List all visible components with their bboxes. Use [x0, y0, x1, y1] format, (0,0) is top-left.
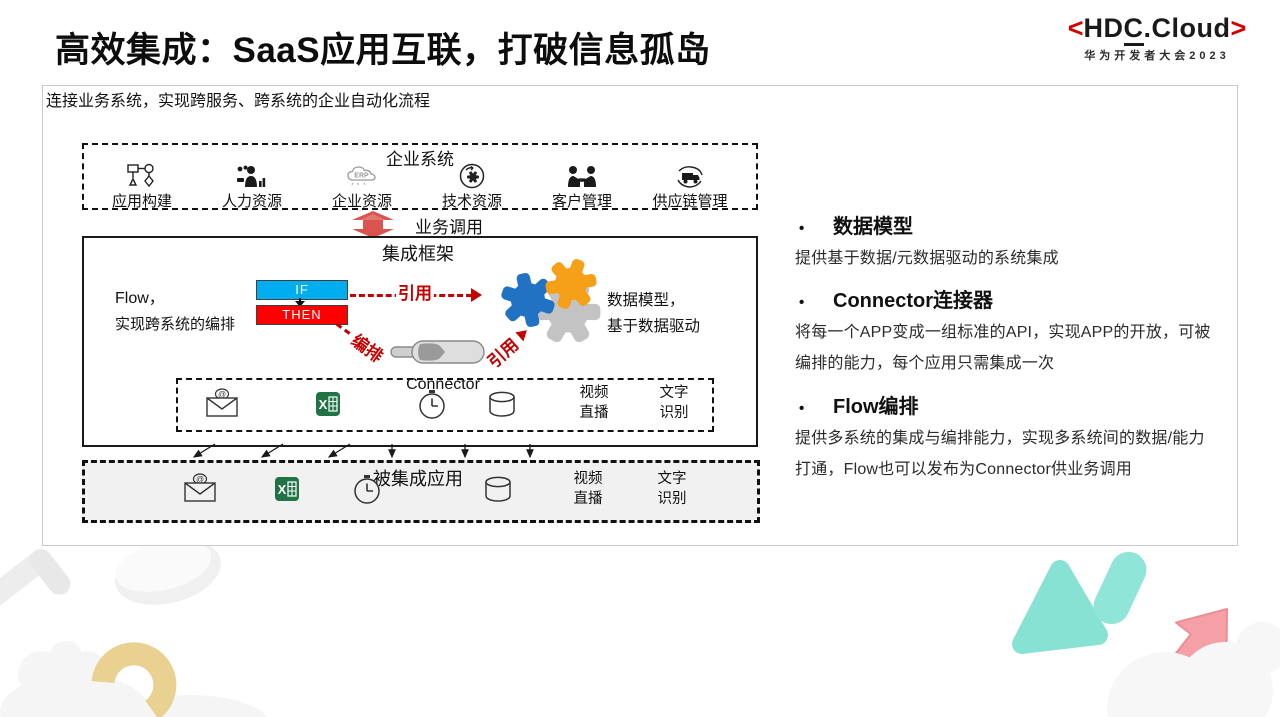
enterprise-item-label: 技术资源	[441, 193, 502, 210]
data-model-caption-line1: 数据模型，	[607, 292, 685, 309]
apps-video-label: 视频 直播	[566, 470, 610, 509]
apps-ocr-line1: 文字	[657, 471, 687, 487]
database-icon	[485, 476, 511, 502]
hdc-cloud-logo: <HDC.Cloud> 华为开发者大会2023	[1052, 13, 1262, 63]
flow-caption-line1: Flow，	[115, 290, 165, 307]
enterprise-item-app-build: 应用构建	[92, 163, 192, 211]
logo-tagline: 华为开发者大会2023	[1084, 49, 1230, 62]
bullet-marker: •	[799, 399, 805, 417]
bullet-body-flow: 提供多系统的集成与编排能力，实现多系统间的数据/能力打通，Flow也可以发布为C…	[795, 429, 1205, 478]
enterprise-item-label: 企业资源	[331, 193, 392, 210]
bullet-title-flow: • Flow编排	[795, 390, 1215, 419]
tech-gear-icon	[458, 163, 486, 189]
flowchart-icon	[126, 163, 158, 189]
bullet-body-data-model: 提供基于数据/元数据驱动的系统集成	[795, 250, 1059, 267]
enterprise-item-label: 人力资源	[221, 193, 282, 210]
enterprise-item-label: 供应链管理	[652, 193, 728, 210]
enterprise-item-tech: 技术资源	[422, 163, 522, 211]
data-model-caption-line2: 基于数据驱动	[607, 318, 701, 335]
connector-ocr-line1: 文字	[659, 385, 689, 401]
decoration-bottom-right	[1012, 551, 1280, 717]
page-title: 高效集成：SaaS应用互联，打破信息孤岛	[55, 31, 711, 70]
disc-shape	[115, 540, 221, 605]
framework-to-apps-arrows	[192, 443, 534, 459]
logo-name-c: C	[1123, 13, 1144, 46]
panel-subtitle: 连接业务系统，实现跨服务、跨系统的企业自动化流程	[46, 93, 431, 110]
orchestrate-arrow-dash	[335, 322, 351, 335]
enterprise-systems-title: 企业系统	[386, 150, 454, 169]
email-at-glyph: @	[196, 475, 204, 484]
integrated-apps-title: 被集成应用	[373, 469, 463, 489]
excel-letter-glyph: X	[278, 482, 287, 497]
connector-video-line2: 直播	[579, 404, 609, 421]
blob-fingers-shape	[0, 641, 268, 717]
plug-connector-icon	[390, 340, 485, 364]
excel-icon: X	[316, 392, 340, 416]
handshake-icon	[565, 165, 599, 189]
enterprise-item-scm: 供应链管理	[640, 165, 740, 211]
bullet-title-data-model: • 数据模型	[795, 210, 1215, 239]
erp-icon-text: ERP	[354, 173, 369, 180]
business-call-label: 业务调用	[415, 218, 483, 237]
bullet-title-text: Connector连接器	[833, 290, 993, 313]
apps-video-line1: 视频	[573, 471, 603, 487]
connector-video-label: 视频 直播	[572, 384, 616, 423]
if-then-connector-line	[299, 298, 301, 302]
enterprise-item-label: 应用构建	[111, 193, 172, 210]
email-at-glyph: @	[218, 390, 226, 399]
bullet-title-connector: • Connector连接器	[795, 284, 1215, 313]
teal-triangle-shape	[1012, 560, 1108, 654]
enterprise-systems-box: 企业系统 应用构建 人力资源	[82, 143, 758, 210]
decoration-bottom-left	[0, 540, 268, 717]
clock-icon	[419, 390, 445, 419]
white-blob-shape	[1107, 622, 1280, 717]
flow-caption-line2: 实现跨系统的编排	[115, 316, 236, 333]
bullet-body-connector: 将每一个APP变成一组标准的API，实现APP的开放，可被编排的能力，每个应用只…	[795, 324, 1211, 373]
connector-box	[176, 378, 714, 432]
bullet-marker: •	[799, 220, 805, 237]
database-icon	[489, 391, 515, 417]
enterprise-item-label: 客户管理	[551, 193, 612, 210]
feature-bullets: • 数据模型 提供基于数据/元数据驱动的系统集成 • Connector连接器 …	[795, 200, 1215, 485]
email-icon: @	[184, 473, 216, 502]
logo-wordmark: <HDC.Cloud>	[1052, 13, 1262, 46]
erp-cloud-icon: ERP	[345, 165, 379, 189]
bullet-marker: •	[799, 294, 805, 312]
integration-framework-title: 集成框架	[382, 244, 454, 264]
clock-icon	[354, 475, 380, 504]
excel-icon: X	[275, 477, 299, 501]
data-model-gears-icon	[495, 258, 601, 344]
logo-left-bracket: <	[1067, 13, 1084, 43]
pipe-shape	[0, 549, 71, 612]
reference-arrow-label: 引用	[396, 279, 434, 304]
connector-box-title: Connector	[406, 376, 480, 393]
truck-icon	[674, 165, 706, 189]
enterprise-item-hr: 人力资源	[202, 165, 302, 211]
teal-capsule-shape	[1093, 551, 1147, 625]
apps-ocr-label: 文字 识别	[650, 470, 694, 509]
reference-arrow: 引用	[350, 279, 482, 305]
if-then-connector-arrowhead	[295, 301, 305, 307]
excel-letter-glyph: X	[319, 397, 328, 412]
hr-person-icon	[236, 165, 268, 189]
sand-half-donut-shape	[91, 642, 177, 717]
logo-name-rest: .Cloud	[1143, 13, 1231, 43]
apps-ocr-line2: 识别	[657, 490, 687, 507]
bullet-title-text: 数据模型	[833, 216, 913, 238]
bullet-title-text: Flow编排	[833, 395, 919, 418]
enterprise-item-crm: 客户管理	[532, 165, 632, 211]
business-call-arrow-icon	[352, 211, 394, 238]
connector-ocr-label: 文字 识别	[652, 384, 696, 423]
reference-arrow-head	[471, 288, 482, 302]
connector-ocr-line2: 识别	[659, 404, 689, 421]
if-block: IF	[256, 280, 348, 300]
enterprise-item-erp: ERP 企业资源	[312, 165, 412, 211]
apps-video-line2: 直播	[573, 490, 603, 507]
logo-right-bracket: >	[1230, 13, 1247, 43]
connector-video-line1: 视频	[579, 385, 609, 401]
then-block: THEN	[256, 305, 348, 325]
email-icon: @	[206, 388, 238, 417]
integrated-apps-box	[82, 460, 760, 523]
logo-name-hd: HD	[1083, 13, 1124, 43]
